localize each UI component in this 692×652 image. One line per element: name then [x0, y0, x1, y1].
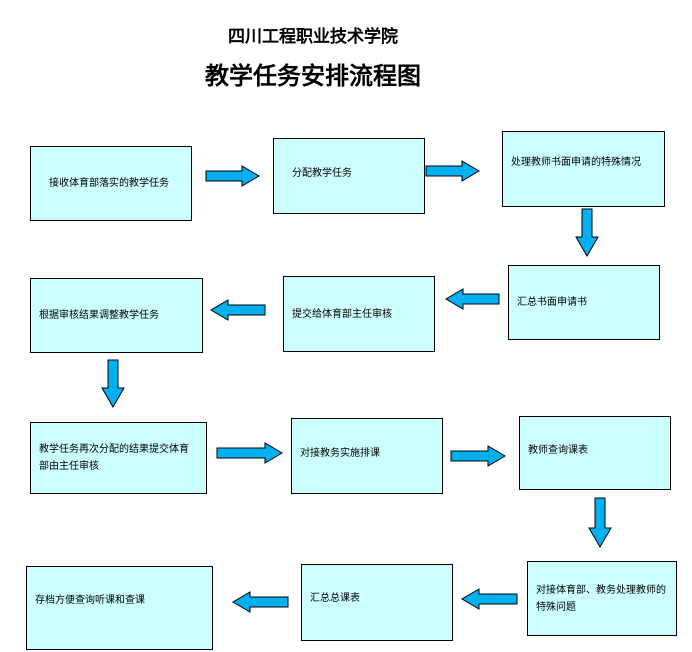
step-9-box: 教师查询课表 — [519, 416, 671, 490]
step-7-box: 教学任务再次分配的结果提交体育部由主任审核 — [30, 422, 207, 494]
step-2-box: 分配教学任务 — [273, 138, 425, 214]
step-4-label: 汇总书面申请书 — [517, 297, 587, 308]
step-1-box: 接收体育部落实的教学任务 — [30, 146, 192, 221]
arrow-down-3 — [588, 497, 612, 548]
step-3-box: 处理教师书面申请的特殊情况 — [502, 131, 665, 207]
arrow-left-2 — [210, 299, 266, 321]
institution-name: 四川工程职业技术学院 — [228, 27, 398, 47]
step-8-box: 对接教务实施排课 — [291, 418, 443, 494]
step-7-label: 教学任务再次分配的结果提交体育部由主任审核 — [39, 444, 189, 472]
step-9-label: 教师查询课表 — [528, 445, 588, 456]
step-2-label: 分配教学任务 — [292, 168, 352, 179]
arrow-left-3 — [461, 588, 518, 610]
step-11-label: 汇总总课表 — [310, 593, 360, 604]
arrow-right-3 — [216, 442, 283, 464]
step-6-box: 根据审核结果调整教学任务 — [30, 278, 203, 353]
arrow-left-1 — [445, 288, 500, 310]
step-4-box: 汇总书面申请书 — [508, 265, 660, 340]
step-11-box: 汇总总课表 — [301, 564, 453, 641]
arrow-left-4 — [232, 591, 289, 613]
step-10-box: 对接体育部、教务处理教师的特殊问题 — [527, 561, 677, 636]
step-8-label: 对接教务实施排课 — [300, 448, 380, 459]
step-1-label: 接收体育部落实的教学任务 — [49, 178, 169, 189]
step-5-box: 提交给体育部主任审核 — [283, 276, 435, 352]
page-title: 教学任务安排流程图 — [205, 61, 421, 90]
arrow-down-1 — [575, 208, 599, 257]
step-5-label: 提交给体育部主任审核 — [292, 308, 392, 320]
step-10-label: 对接体育部、教务处理教师的特殊问题 — [536, 584, 666, 613]
arrow-right-2 — [425, 160, 480, 182]
arrow-right-1 — [205, 165, 260, 187]
arrow-down-2 — [101, 359, 125, 408]
step-12-label: 存档方便查询听课和查课 — [35, 595, 145, 606]
step-6-label: 根据审核结果调整教学任务 — [39, 310, 159, 321]
arrow-right-4 — [450, 445, 506, 467]
step-3-label: 处理教师书面申请的特殊情况 — [511, 157, 641, 168]
step-12-box: 存档方便查询听课和查课 — [26, 566, 213, 650]
